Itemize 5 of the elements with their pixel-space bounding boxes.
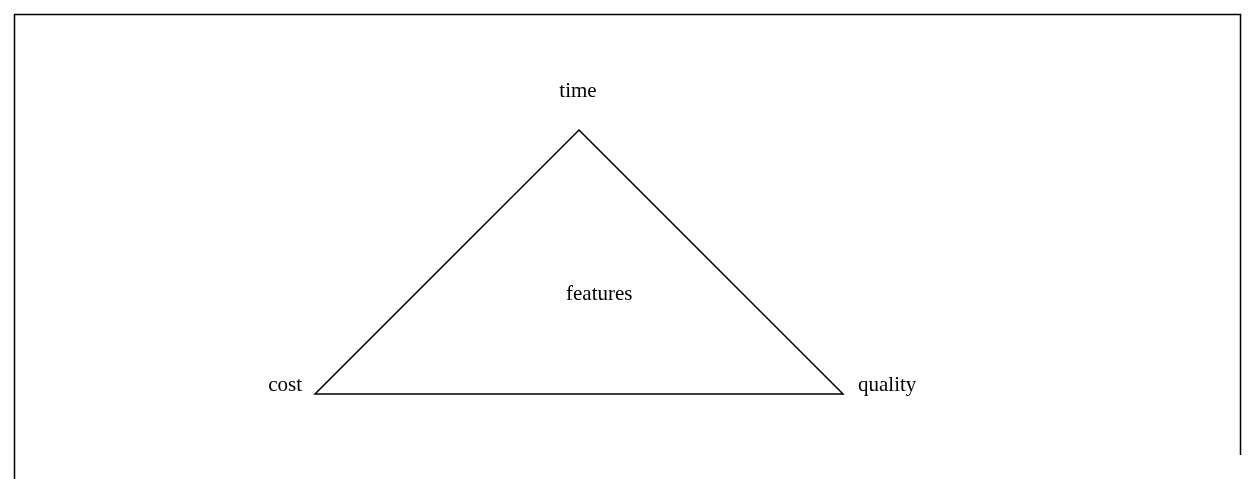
vertex-label: quality xyxy=(858,371,917,397)
center-label: features xyxy=(566,281,633,306)
vertex-label: time xyxy=(559,77,597,103)
triangle-shape xyxy=(315,130,843,394)
vertex-label: cost xyxy=(268,371,302,397)
